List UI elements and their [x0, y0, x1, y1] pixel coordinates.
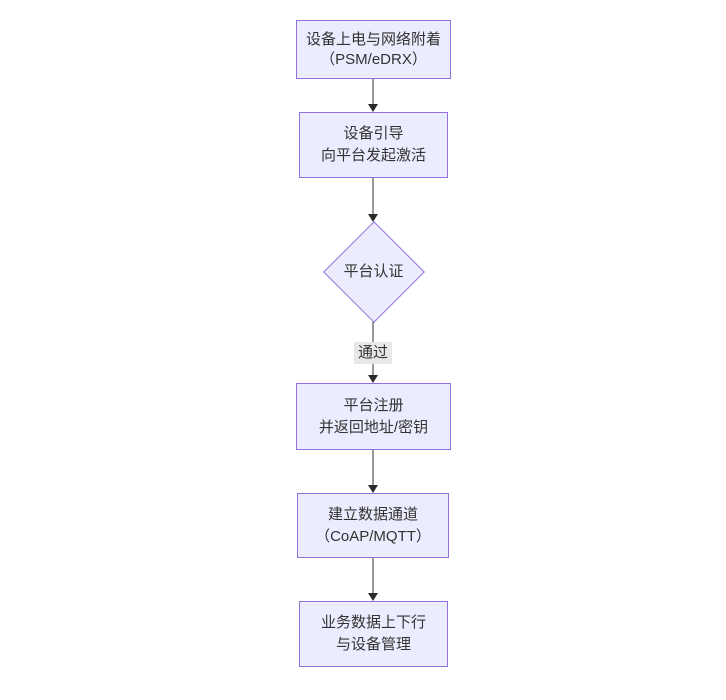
edge-channel-to-business — [367, 558, 379, 601]
flow-node-business-data: 业务数据上下行 与设备管理 — [299, 601, 448, 667]
node-text-line: 与设备管理 — [335, 636, 411, 653]
flow-node-data-channel: 建立数据通道 （CoAP/MQTT） — [297, 493, 449, 558]
arrowhead-down-icon — [368, 375, 378, 383]
edge-line — [372, 79, 374, 105]
edge-bootstrap-to-auth — [367, 178, 379, 222]
node-text-line: 建立数据通道 — [327, 505, 418, 523]
edge-line — [372, 178, 374, 215]
arrowhead-down-icon — [368, 485, 378, 493]
edge-line — [372, 558, 374, 594]
flow-node-platform-register: 平台注册 并返回地址/密钥 — [296, 383, 451, 450]
arrowhead-down-icon — [368, 104, 378, 112]
flow-node-device-bootstrap: 设备引导 向平台发起激活 — [299, 112, 448, 178]
node-text-line: 平台认证 — [343, 263, 404, 280]
node-text-line: 设备引导 — [343, 125, 404, 142]
node-text-line: （PSM/eDRX） — [320, 50, 427, 68]
node-text-line: 业务数据上下行 — [320, 614, 426, 631]
node-text-line: （CoAP/MQTT） — [315, 527, 431, 545]
flow-decision-platform-auth: 平台认证 — [322, 221, 425, 323]
node-text-line: 并返回地址/密钥 — [318, 418, 429, 436]
node-text-line: 设备上电与网络附着 — [305, 30, 441, 48]
edge-power-to-bootstrap — [367, 79, 379, 112]
edge-register-to-channel — [367, 450, 379, 493]
edge-label-pass: 通过 — [353, 342, 393, 364]
flow-node-power-network-attach: 设备上电与网络附着 （PSM/eDRX） — [296, 20, 451, 79]
arrowhead-down-icon — [368, 593, 378, 601]
node-text-line: 向平台发起激活 — [320, 147, 426, 164]
arrowhead-down-icon — [368, 214, 378, 222]
node-text-line: 平台注册 — [343, 396, 404, 414]
edge-line — [372, 450, 374, 486]
